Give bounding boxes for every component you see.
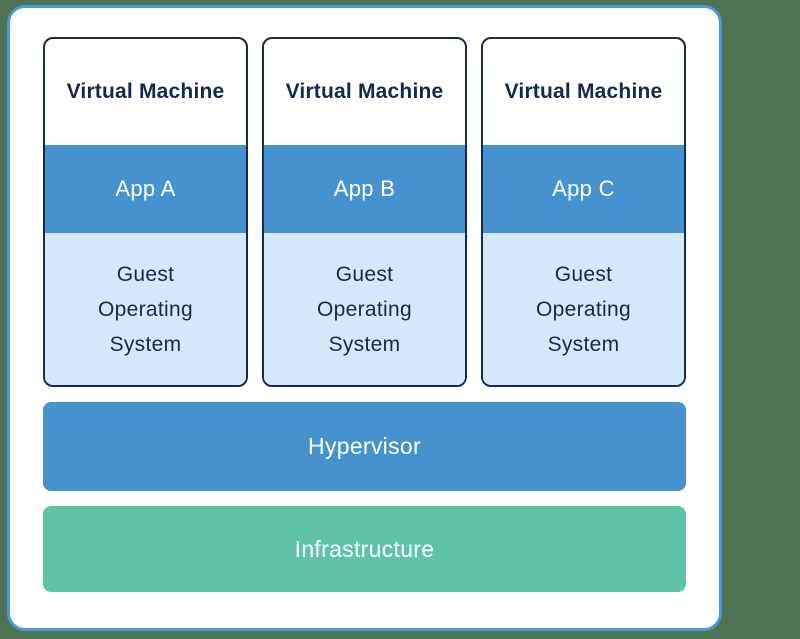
vm-title: Virtual Machine — [504, 80, 663, 103]
vm-title: Virtual Machine — [66, 80, 225, 103]
vm-guest-os-section: Guest Operating System — [264, 233, 465, 385]
vm-row: Virtual Machine App A Guest Operating Sy… — [43, 37, 686, 387]
vm-app-bar: App B — [264, 145, 465, 233]
hypervisor-layer: Hypervisor — [43, 402, 686, 491]
vm-guest-os-label: Guest Operating System — [536, 262, 631, 356]
diagram-card: Virtual Machine App A Guest Operating Sy… — [7, 5, 722, 631]
vm-app-bar: App A — [45, 145, 246, 233]
vm-guest-os-label: Guest Operating System — [317, 262, 412, 356]
vm-box-3: Virtual Machine App C Guest Operating Sy… — [481, 37, 686, 387]
vm-box-1: Virtual Machine App A Guest Operating Sy… — [43, 37, 248, 387]
vm-box-2: Virtual Machine App B Guest Operating Sy… — [262, 37, 467, 387]
vm-guest-os-section: Guest Operating System — [483, 233, 684, 385]
vm-guest-os-section: Guest Operating System — [45, 233, 246, 385]
vm-title: Virtual Machine — [285, 80, 444, 103]
vm-guest-os-label: Guest Operating System — [98, 262, 193, 356]
infrastructure-layer: Infrastructure — [43, 506, 686, 592]
vm-app-bar: App C — [483, 145, 684, 233]
